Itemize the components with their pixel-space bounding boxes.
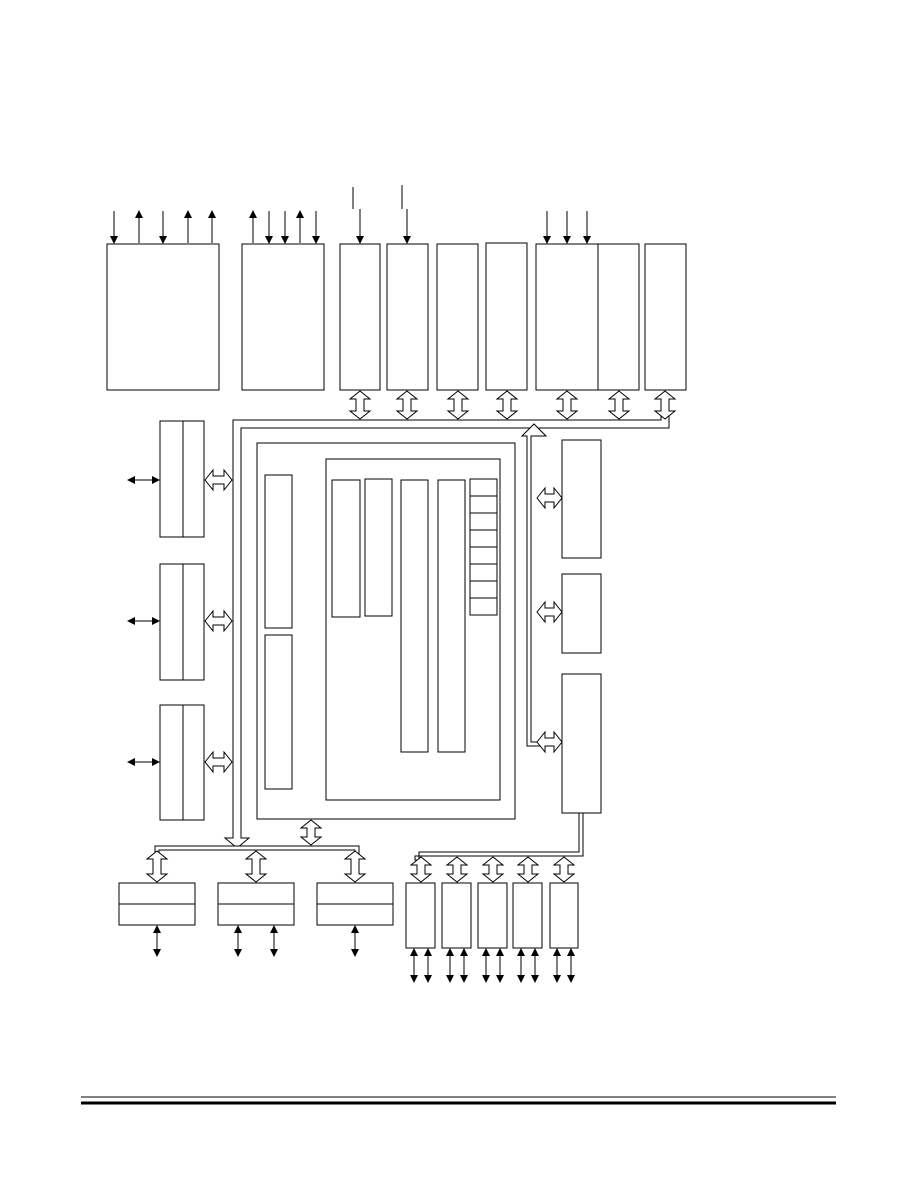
bus-double-arrow <box>536 600 563 624</box>
bus-double-arrow <box>536 730 563 754</box>
core-left-upper <box>264 474 293 629</box>
top-block-5 <box>436 243 479 391</box>
core-unit-3 <box>400 479 429 753</box>
bottom-right-io-arrows <box>410 948 575 983</box>
right-vertical-bus <box>520 423 548 747</box>
upper-bus <box>223 413 670 849</box>
bottom-right-block-5 <box>549 882 579 949</box>
bottom-right-block-3 <box>477 882 508 949</box>
bus-double-arrow <box>552 856 576 883</box>
core-unit-4 <box>437 479 466 753</box>
top-bus-arrows <box>348 390 677 420</box>
top-signal-arrows <box>110 185 591 244</box>
bottom-right-block-1 <box>405 882 436 949</box>
bus-double-arrow <box>516 856 540 883</box>
top-block-9 <box>644 243 687 391</box>
bus-double-arrow <box>395 390 419 420</box>
core-left-lower <box>264 634 293 790</box>
bus-double-arrow <box>348 390 372 420</box>
right-block-3 <box>561 673 602 814</box>
bus-double-arrow <box>495 390 519 420</box>
top-block-7 <box>535 243 599 391</box>
bus-double-arrow <box>204 468 233 492</box>
top-block-1 <box>106 243 220 391</box>
bus-double-arrow <box>409 856 433 883</box>
top-block-3 <box>339 243 381 391</box>
top-block-6 <box>485 242 528 391</box>
core-unit-2 <box>364 478 393 617</box>
bus-double-arrow <box>204 750 233 774</box>
bus-double-arrow <box>653 390 677 420</box>
bottom-right-block-4 <box>512 882 543 949</box>
core-unit-1 <box>331 479 361 618</box>
left-block-3 <box>159 704 205 821</box>
top-block-4 <box>386 243 429 391</box>
bus-double-arrow <box>299 819 323 846</box>
bus-double-arrow <box>244 850 268 883</box>
bus-double-arrow <box>536 486 563 510</box>
bus-double-arrow <box>145 850 169 883</box>
bus-double-arrow <box>481 856 505 883</box>
bus-double-arrow <box>555 390 579 420</box>
register-stack-dividers <box>470 495 497 599</box>
right-block-2 <box>561 573 602 654</box>
top-block-2 <box>241 243 325 391</box>
lower-bus-right <box>414 812 584 861</box>
lower-left-arrows <box>145 819 367 883</box>
left-block-1 <box>159 420 205 538</box>
bus-double-arrow <box>607 390 631 420</box>
bus-double-arrow <box>446 390 470 420</box>
right-block-1 <box>561 439 602 559</box>
left-io-arrows <box>127 476 160 766</box>
bus-double-arrow <box>343 850 367 883</box>
top-block-8 <box>597 243 640 391</box>
bus-double-arrow <box>204 609 233 633</box>
left-block-2 <box>159 563 205 681</box>
lower-right-arrows <box>409 856 576 883</box>
bottom-right-block-2 <box>441 882 472 949</box>
bottom-left-io-arrows <box>153 925 359 957</box>
bus-double-arrow <box>445 856 469 883</box>
left-bus-arrows <box>204 468 233 774</box>
right-bus-arrows <box>536 486 563 754</box>
